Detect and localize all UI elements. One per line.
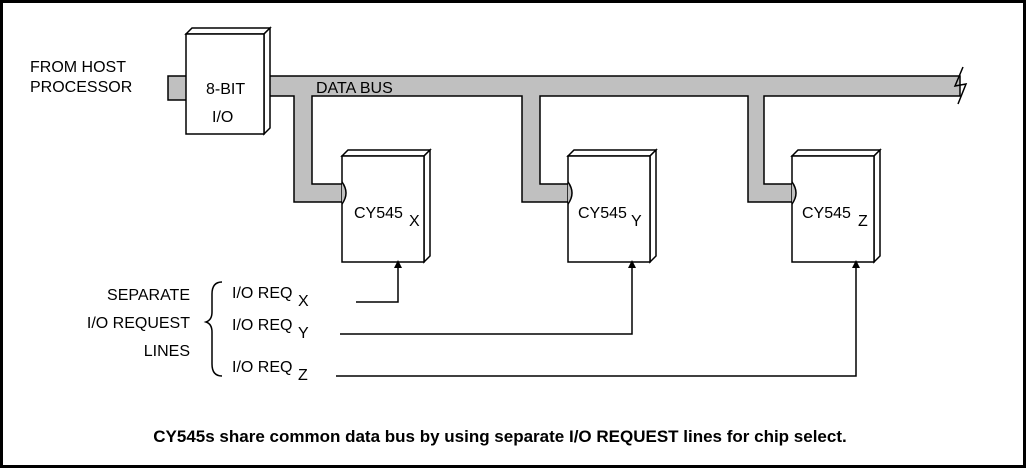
diagram-caption: CY545s share common data bus by using se… — [153, 427, 846, 446]
arrow-x-icon — [394, 260, 402, 268]
chip-x-port — [341, 181, 347, 205]
io-label-line2: I/O — [212, 109, 233, 126]
host-label-line2: PROCESSOR — [30, 79, 132, 96]
chip-y-port — [567, 181, 573, 205]
host-label-line1: FROM HOST — [30, 59, 126, 76]
arrow-z-icon — [852, 260, 860, 268]
chip-x-name: CY545 — [354, 205, 403, 222]
chip-y-name: CY545 — [578, 205, 627, 222]
io-label-line1: 8-BIT — [206, 81, 245, 98]
chip-y-sub: Y — [631, 213, 642, 230]
request-line-z — [336, 266, 857, 377]
request-y-label: I/O REQ — [232, 317, 292, 334]
bus-label: DATA BUS — [316, 80, 393, 97]
chip-x — [340, 148, 432, 264]
io-box — [184, 26, 272, 136]
request-line-x — [356, 266, 399, 303]
request-group-line3: LINES — [144, 343, 190, 360]
chip-x-sub: X — [409, 213, 420, 230]
request-x-sub: X — [298, 293, 309, 310]
arrow-y-icon — [628, 260, 636, 268]
request-group-line2: I/O REQUEST — [87, 315, 190, 332]
chip-z-sub: Z — [858, 213, 868, 230]
request-line-y — [340, 266, 633, 335]
chip-z-name: CY545 — [802, 205, 851, 222]
chip-z-port — [791, 181, 797, 205]
request-z-sub: Z — [298, 367, 308, 384]
request-brace — [203, 281, 223, 377]
chip-z — [790, 148, 882, 264]
request-y-sub: Y — [298, 325, 309, 342]
request-group-line1: SEPARATE — [107, 287, 190, 304]
chip-y — [566, 148, 658, 264]
bus-break-mark — [953, 66, 968, 105]
request-z-label: I/O REQ — [232, 359, 292, 376]
request-x-label: I/O REQ — [232, 285, 292, 302]
